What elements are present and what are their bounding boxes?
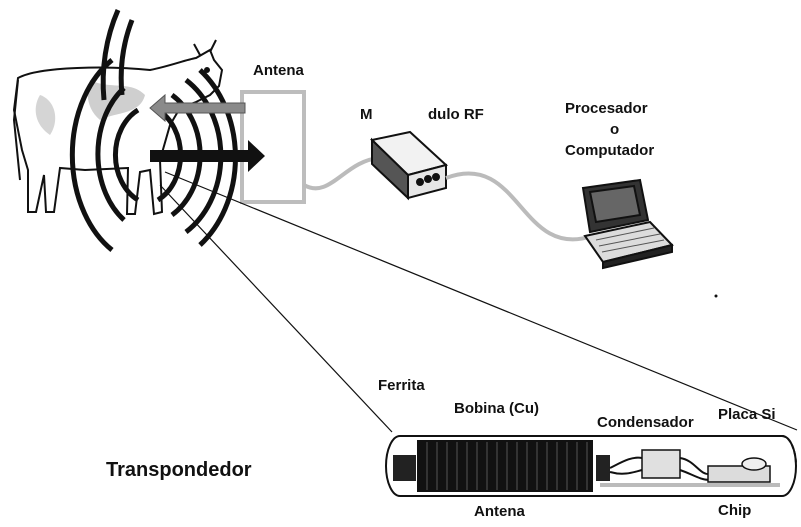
silicon-plate-label: Placa Si — [718, 406, 776, 423]
laptop-illustration — [581, 178, 674, 270]
reader-antenna-loop — [240, 90, 306, 204]
computer-cable — [445, 171, 593, 242]
transponder-title: Transpondedor — [106, 459, 252, 481]
chip-substrate — [600, 483, 780, 487]
capacitor-label: Condensador — [597, 414, 694, 431]
ferrite-core-left — [393, 455, 416, 481]
ferrite-core-right — [596, 455, 610, 481]
antenna-cable — [303, 156, 381, 191]
capacitor — [641, 449, 681, 479]
chip-label: Chip — [718, 502, 752, 519]
antenna-label: Antena — [253, 62, 304, 79]
copper-coil — [417, 440, 593, 492]
ferrite-label: Ferrita — [378, 377, 425, 394]
coil-label: Bobina (Cu) — [454, 400, 539, 417]
signal-arrows — [149, 93, 265, 172]
transponder-capsule — [385, 435, 797, 497]
processor-label-line1: Procesador — [565, 100, 648, 117]
module-label-left: M — [360, 106, 373, 123]
zoom-lines — [159, 171, 798, 433]
rf-module-box — [369, 130, 449, 201]
processor-label-line3: Computador — [565, 142, 655, 159]
module-label-right: dulo RF — [428, 106, 484, 123]
processor-label-line2: o — [610, 121, 620, 138]
transponder-antenna-label: Antena — [474, 503, 525, 520]
